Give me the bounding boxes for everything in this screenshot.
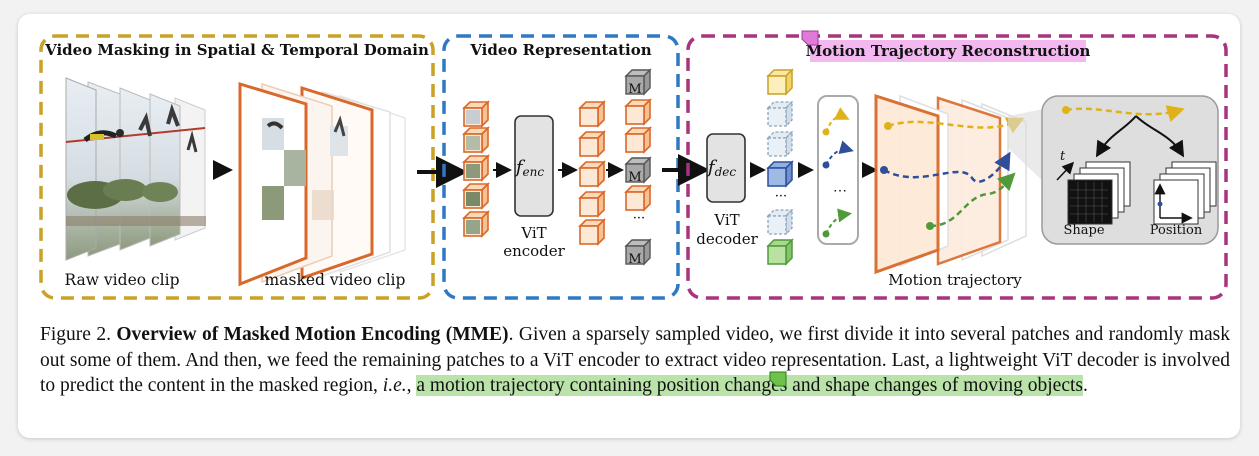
mask-token-2: M [628, 170, 641, 185]
encoder-vit-label: ViT [520, 224, 546, 242]
shape-label: Shape [1063, 223, 1104, 238]
masked-clip-label: masked video clip [265, 271, 406, 289]
note-marker-icon-caption [769, 371, 787, 387]
caption-highlight: a motion trajectory containing position … [416, 375, 1083, 396]
vit-encoder-block [514, 115, 554, 217]
dec-subscript: dec [715, 165, 737, 179]
note-marker-icon [801, 30, 819, 46]
decoder-vit-label: ViT [713, 211, 739, 229]
reconstruction-title: Motion Trajectory Reconstruction [806, 42, 1091, 60]
raw-video-frames [65, 77, 206, 261]
trajectory-ellipsis: ⋯ [833, 183, 847, 199]
mask-token-3: M [628, 252, 641, 267]
encoded-tokens [579, 101, 605, 245]
mask-token-1: M [628, 82, 641, 97]
input-patches [463, 101, 489, 237]
time-axis-label: t [1060, 149, 1066, 164]
decoded-tokens: ··· [766, 68, 794, 266]
enc-subscript: enc [523, 165, 545, 179]
token-sequence: M M ··· M [625, 69, 651, 267]
position-label: Position [1150, 223, 1203, 238]
token-ellipsis: ··· [633, 211, 645, 226]
reconstructed-frames [874, 93, 1027, 275]
reconstruction-panel [686, 34, 1228, 300]
trajectory-label: Motion trajectory [888, 271, 1022, 289]
decoded-ellipsis: ··· [775, 189, 787, 204]
raw-clip-label: Raw video clip [64, 271, 179, 289]
encoder-label: encoder [503, 242, 565, 260]
figure-caption: Figure 2. Overview of Masked Motion Enco… [40, 322, 1230, 399]
vit-decoder-block [706, 133, 746, 203]
caption-prefix: Figure 2. [40, 324, 117, 345]
caption-ie: i.e. [382, 375, 407, 396]
caption-comma: , [406, 375, 417, 396]
masked-video-frames [238, 81, 406, 287]
figure-diagram: Video Masking in Spatial & Temporal Doma… [39, 30, 1228, 300]
representation-title: Video Representation [469, 41, 651, 59]
caption-title: Overview of Masked Motion Encoding (MME) [116, 324, 509, 345]
shape-stack [1067, 161, 1131, 225]
trajectory-tokens [817, 95, 859, 245]
decoder-label: decoder [696, 230, 758, 248]
caption-body: . Given a sparsely sampled video, we fir… [40, 324, 1230, 396]
masking-title: Video Masking in Spatial & Temporal Doma… [44, 41, 429, 59]
masking-panel [39, 34, 435, 300]
position-stack [1153, 161, 1217, 225]
caption-end: . [1082, 375, 1088, 396]
